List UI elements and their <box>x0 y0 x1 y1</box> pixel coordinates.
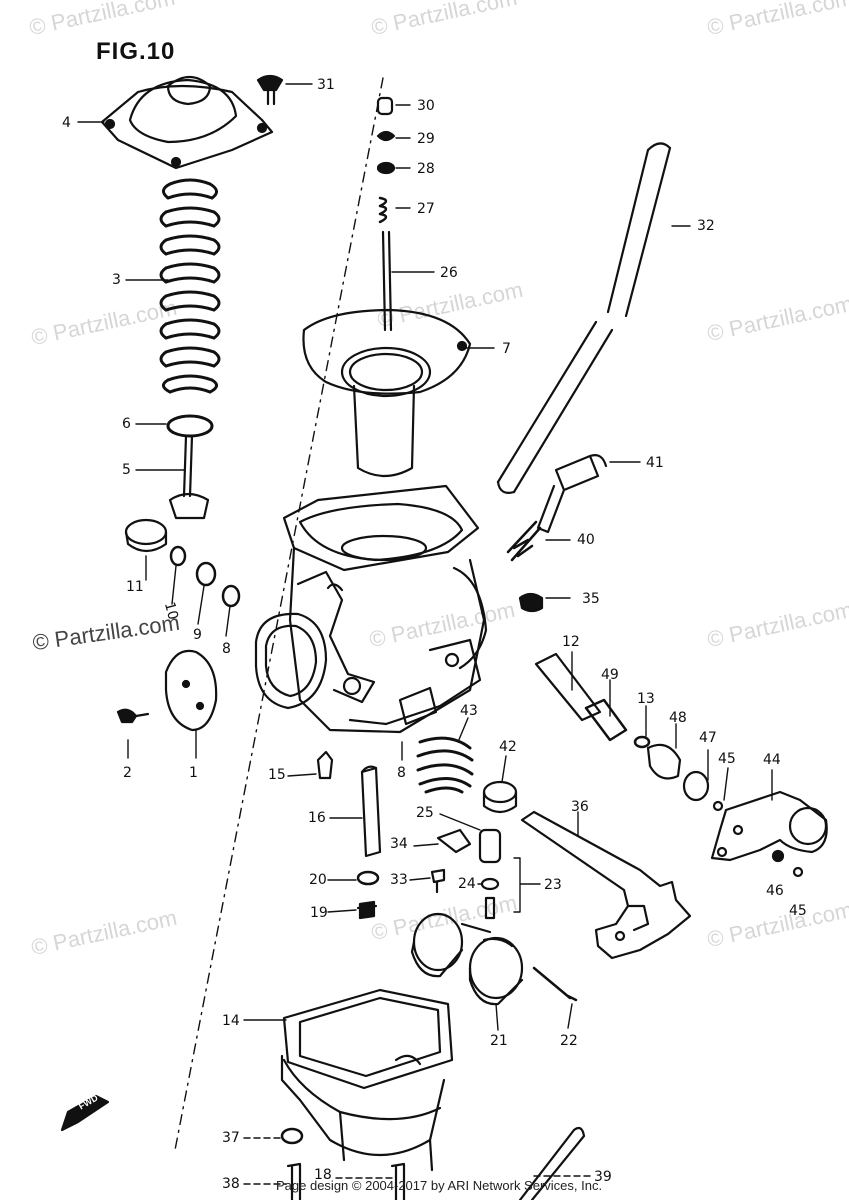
spring <box>159 178 221 394</box>
callout-34[interactable]: 34 <box>390 836 408 852</box>
callout-38[interactable]: 38 <box>222 1176 240 1192</box>
callout-22[interactable]: 22 <box>560 1033 578 1049</box>
drain-screw <box>286 1162 302 1200</box>
callout-32[interactable]: 32 <box>697 218 715 234</box>
callout-21[interactable]: 21 <box>490 1033 508 1049</box>
idle-screw <box>536 454 608 534</box>
callout-19[interactable]: 19 <box>310 905 328 921</box>
screw <box>116 708 150 724</box>
callout-2[interactable]: 2 <box>123 765 132 781</box>
callout-9[interactable]: 9 <box>193 627 202 643</box>
callout-35[interactable]: 35 <box>582 591 600 607</box>
callout-18[interactable]: 18 <box>314 1167 332 1183</box>
floats <box>410 912 524 1006</box>
callout-24[interactable]: 24 <box>458 876 476 892</box>
callout-43[interactable]: 43 <box>460 703 478 719</box>
washer <box>280 1127 304 1145</box>
copyright-footer: Page design © 2004-2017 by ARI Network S… <box>276 1178 603 1193</box>
callout-12[interactable]: 12 <box>562 634 580 650</box>
main-jet <box>356 900 378 920</box>
callout-37[interactable]: 37 <box>222 1130 240 1146</box>
leader-lines <box>77 83 773 1185</box>
choke-bracket <box>710 790 828 878</box>
callout-5[interactable]: 5 <box>122 462 131 478</box>
top-cap <box>100 75 274 170</box>
retainer-ring <box>166 414 214 438</box>
starter-plunger <box>534 652 724 812</box>
callout-20[interactable]: 20 <box>309 872 327 888</box>
callout-7[interactable]: 7 <box>502 341 511 357</box>
jet-needle <box>168 434 210 520</box>
callout-39[interactable]: 39 <box>594 1169 612 1185</box>
washer <box>195 561 217 587</box>
callout-8[interactable]: 8 <box>222 641 231 657</box>
callout-8[interactable]: 8 <box>397 765 406 781</box>
fwd-arrow <box>60 1094 110 1132</box>
callout-36[interactable]: 36 <box>571 799 589 815</box>
drain-screw <box>390 1162 406 1200</box>
sleeve <box>124 518 168 553</box>
float-valve-seat <box>482 780 518 814</box>
float-valve <box>478 828 502 920</box>
screw <box>430 868 446 894</box>
needle-stack <box>376 96 396 332</box>
callout-1[interactable]: 1 <box>189 765 198 781</box>
callout-40[interactable]: 40 <box>577 532 595 548</box>
callout-41[interactable]: 41 <box>646 455 664 471</box>
callout-49[interactable]: 49 <box>601 667 619 683</box>
callout-26[interactable]: 26 <box>440 265 458 281</box>
vent-hose <box>496 142 672 494</box>
callout-45[interactable]: 45 <box>789 903 807 919</box>
needle-jet <box>360 765 382 858</box>
callout-44[interactable]: 44 <box>763 752 781 768</box>
callout-30[interactable]: 30 <box>417 98 435 114</box>
figure-title: FIG.10 <box>96 38 176 65</box>
callout-10[interactable]: 10 <box>160 600 181 622</box>
callout-33[interactable]: 33 <box>390 872 408 888</box>
callout-6[interactable]: 6 <box>122 416 131 432</box>
drain-hose <box>518 1126 586 1200</box>
callout-13[interactable]: 13 <box>637 691 655 707</box>
callout-46[interactable]: 46 <box>766 883 784 899</box>
callout-27[interactable]: 27 <box>417 201 435 217</box>
drain-plug <box>518 592 544 613</box>
screw <box>256 74 284 106</box>
callout-28[interactable]: 28 <box>417 161 435 177</box>
callout-16[interactable]: 16 <box>308 810 326 826</box>
float-spring <box>416 736 474 794</box>
callout-31[interactable]: 31 <box>317 77 335 93</box>
o-ring <box>221 584 241 608</box>
carburetor-body <box>254 484 488 734</box>
float-arm <box>520 810 692 960</box>
jet-holder-clip <box>436 828 472 854</box>
callout-48[interactable]: 48 <box>669 710 687 726</box>
clip <box>169 545 187 567</box>
callout-29[interactable]: 29 <box>417 131 435 147</box>
callout-4[interactable]: 4 <box>62 115 71 131</box>
callout-14[interactable]: 14 <box>222 1013 240 1029</box>
diaphragm-piston <box>302 308 472 478</box>
callout-15[interactable]: 15 <box>268 767 286 783</box>
float-bowl <box>280 988 454 1172</box>
callout-23[interactable]: 23 <box>544 877 562 893</box>
washer <box>356 870 380 886</box>
callout-11[interactable]: 11 <box>126 579 144 595</box>
callout-42[interactable]: 42 <box>499 739 517 755</box>
cover-plate <box>164 649 218 732</box>
callout-3[interactable]: 3 <box>112 272 121 288</box>
callout-45[interactable]: 45 <box>718 751 736 767</box>
assembly-axis-line <box>174 77 384 1151</box>
float-pin <box>532 966 578 1002</box>
pilot-screw <box>316 750 334 780</box>
callout-47[interactable]: 47 <box>699 730 717 746</box>
idle-spring <box>506 520 542 562</box>
callout-25[interactable]: 25 <box>416 805 434 821</box>
